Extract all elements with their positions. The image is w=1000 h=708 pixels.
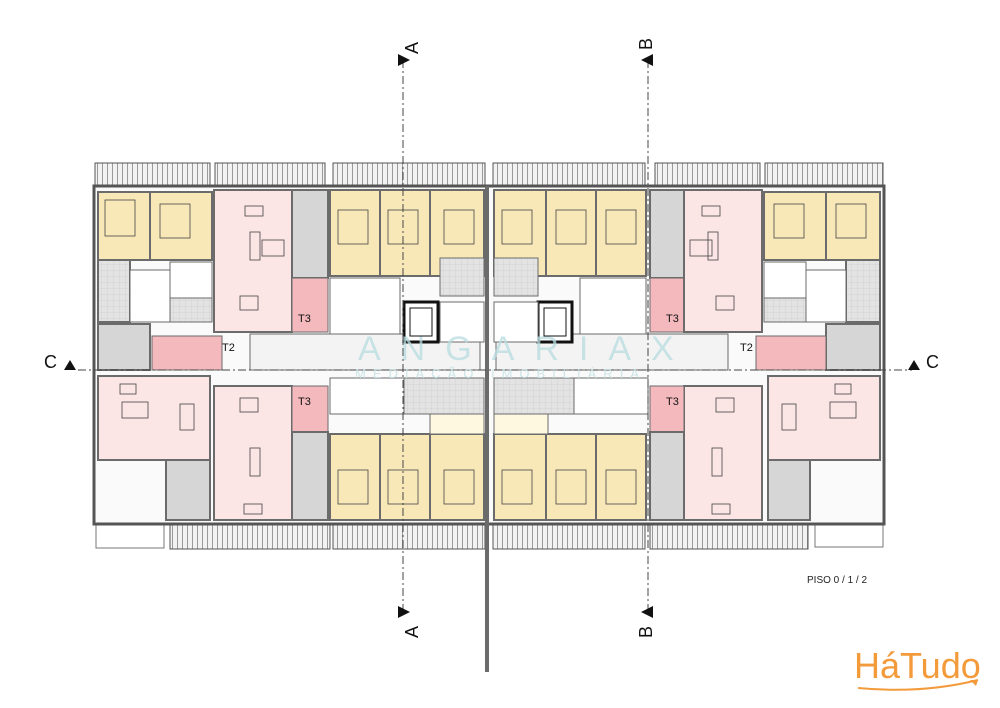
- section-b-top-label: B: [636, 38, 656, 50]
- section-markers: A B A B C C: [44, 38, 939, 638]
- floor-label: PISO 0 / 1 / 2: [807, 575, 867, 586]
- unit-t3-top-left: T3: [298, 313, 311, 325]
- watermark-sub: MEDIAÇÃO IMOBILIÁRIA: [355, 366, 646, 381]
- furniture: [104, 199, 867, 515]
- section-a-top-arrow: [398, 54, 410, 66]
- unit-t3-bottom-left: T3: [298, 396, 311, 408]
- hatudo-logo: HáTudo: [854, 645, 981, 691]
- brand-name: HáTudo: [854, 645, 981, 686]
- brand-arrow-icon: [970, 680, 978, 686]
- unit-labels: T3 T3 T3 T3 T2 T2: [222, 313, 753, 408]
- brand-swoosh: [857, 679, 979, 691]
- section-c-left-label: C: [44, 352, 57, 372]
- section-a-top-label: A: [402, 42, 422, 54]
- section-b-top-arrow: [641, 54, 653, 66]
- unit-t3-top-right: T3: [666, 313, 679, 325]
- section-a-bottom-arrow: [398, 606, 410, 618]
- watermark-main: ANGARIAX: [358, 330, 694, 368]
- section-c-right-label: C: [926, 352, 939, 372]
- section-c-left-arrow: [64, 360, 76, 370]
- section-b-bottom-label: B: [636, 626, 656, 638]
- section-a-bottom-label: A: [402, 626, 422, 638]
- section-b-bottom-arrow: [641, 606, 653, 618]
- unit-t2-right: T2: [740, 342, 753, 354]
- right-wing: [493, 189, 881, 521]
- left-wing: [97, 189, 485, 521]
- section-c-right-arrow: [908, 360, 920, 370]
- unit-t2-left: T2: [222, 342, 235, 354]
- section-lines: [78, 60, 912, 610]
- unit-t3-bottom-right: T3: [666, 396, 679, 408]
